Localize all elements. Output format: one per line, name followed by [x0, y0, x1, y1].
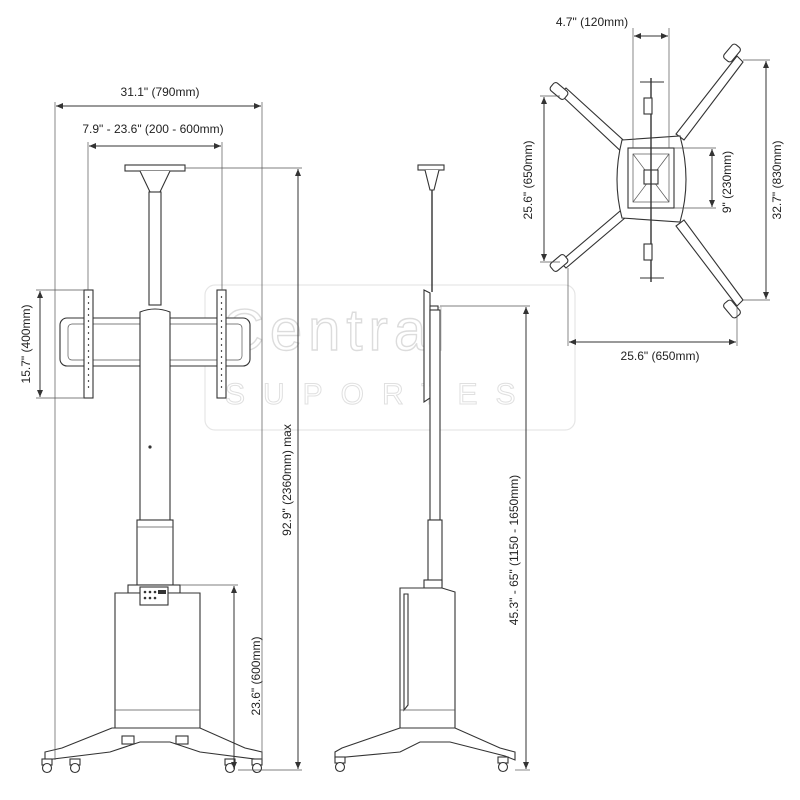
- dim-height-range-label: 45.3" - 65" (1150 - 1650mm): [507, 475, 521, 625]
- side-main-column: [429, 309, 441, 521]
- control-panel: [139, 586, 169, 606]
- front-view: 31.1" (790mm) 7.9" - 23.6" (200 - 600mm)…: [19, 85, 302, 774]
- dim-vesa-width-label: 7.9" - 23.6" (200 - 600mm): [82, 122, 223, 136]
- front-top-plate: [124, 164, 186, 172]
- front-base-box: [114, 592, 201, 729]
- side-top-plate: [417, 164, 445, 171]
- dim-bottom-width-label: 25.6" (650mm): [621, 349, 700, 363]
- front-rail-holes: [87, 296, 223, 392]
- dim-max-height-label: 92.9" (2360mm) max: [280, 424, 294, 536]
- front-casters: [41, 758, 263, 774]
- watermark-tagline: SUPORTES: [225, 378, 534, 411]
- dim-left-depth-label: 25.6" (650mm): [521, 141, 535, 220]
- front-main-column: [139, 308, 171, 521]
- watermark: Central SUPORTES: [204, 284, 576, 431]
- front-upper-pole: [148, 191, 162, 306]
- front-column-screw: [148, 445, 152, 449]
- dim-top-width-label: 4.7" (120mm): [556, 15, 628, 29]
- dim-right-depth-label: 32.7" (830mm): [770, 141, 784, 220]
- control-panel-buttons: [143, 590, 166, 600]
- front-lower-column: [136, 519, 174, 586]
- top-view: 4.7" (120mm) 25.6" (650mm) 9" (230mm) 32…: [521, 15, 784, 363]
- side-base-feet: [334, 727, 516, 761]
- dim-overall-width-label: 31.1" (790mm): [121, 85, 200, 99]
- watermark-brand: Central: [222, 298, 451, 363]
- dim-vesa-height-label: 15.7" (400mm): [19, 305, 33, 384]
- dim-base-height-label: 23.6" (600mm): [249, 637, 263, 716]
- front-base-feet: [44, 727, 263, 761]
- side-casters: [334, 756, 509, 773]
- front-top-bracket: [139, 170, 171, 193]
- side-view: 45.3" - 65" (1150 - 1650mm): [334, 164, 530, 773]
- side-base-box: [399, 587, 456, 729]
- side-vesa-bracket: [423, 289, 431, 404]
- dim-inner-depth-label: 9" (230mm): [720, 151, 734, 213]
- side-lower-column: [427, 519, 443, 586]
